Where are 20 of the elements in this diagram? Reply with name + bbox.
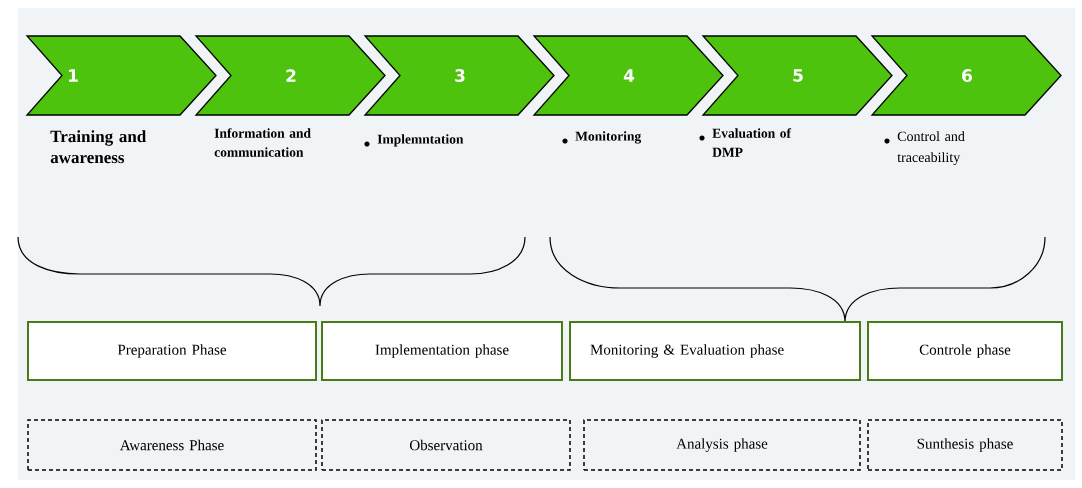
step-label: Information and communication <box>214 128 311 157</box>
dashed-phase-box: Sunthesis phase <box>867 419 1063 471</box>
step-box: 4 <box>532 35 724 116</box>
dashed-phase-box: Observation <box>321 419 571 471</box>
step-box: 5 <box>701 35 893 116</box>
step-label: Control and traceability <box>897 131 965 165</box>
phase-box: Monitoring & Evaluation phase <box>569 321 861 381</box>
step-box: 2 <box>194 35 386 116</box>
phase-box: Controle phase <box>867 321 1063 381</box>
step-box: 1 <box>25 35 217 116</box>
step-label: Evaluation of DMP <box>712 128 792 157</box>
phase-box: Implementation phase <box>321 321 563 381</box>
dashed-phase-box: Awareness Phase <box>27 419 317 471</box>
step-box: 6 <box>870 35 1062 116</box>
step-box: 3 <box>363 35 555 116</box>
step-label: Monitoring <box>575 131 642 144</box>
phase-box: Preparation Phase <box>27 321 317 381</box>
dashed-phase-box: Analysis phase <box>583 419 861 471</box>
step-label: Implemntation <box>377 134 464 147</box>
step-label: Training and awareness <box>50 130 147 164</box>
